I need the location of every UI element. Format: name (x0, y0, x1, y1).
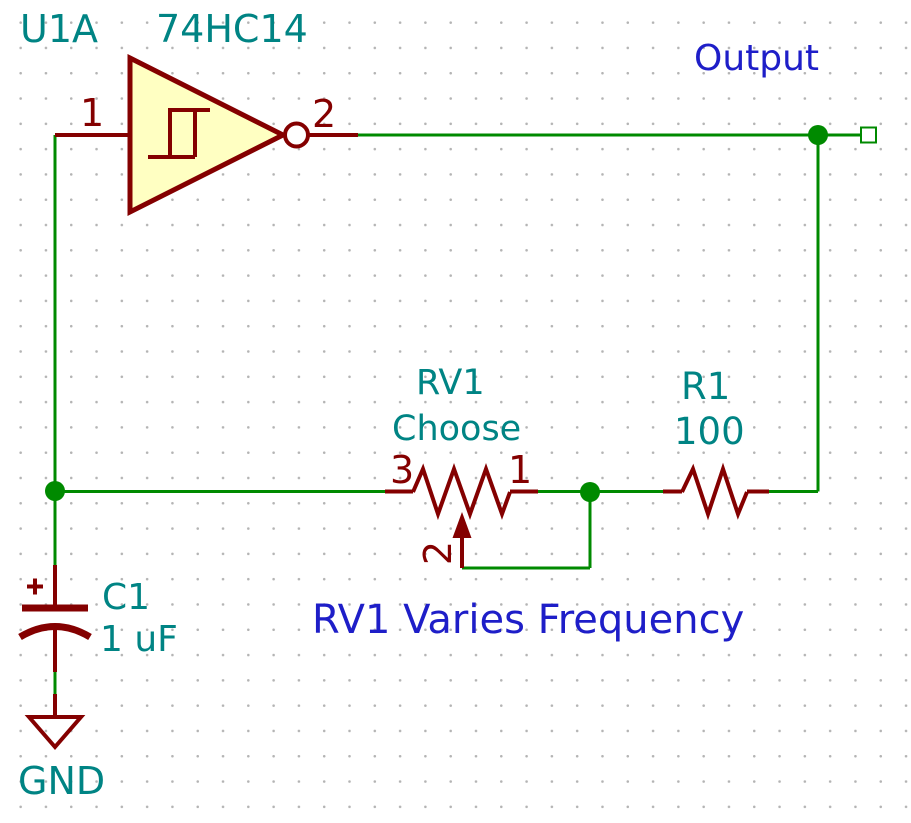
r1-resistor-symbol[interactable] (663, 462, 769, 521)
inversion-bubble (283, 121, 310, 149)
u1a-pin1-number: 1 (80, 91, 105, 135)
inverter-triangle (127, 53, 289, 217)
c1-value[interactable]: 1 uF (100, 619, 178, 660)
rv1-potentiometer-symbol[interactable] (385, 463, 538, 568)
rv1-pin3-number: 3 (390, 448, 415, 492)
wire-end-square[interactable] (860, 126, 877, 144)
junction-wiper[interactable] (580, 482, 600, 502)
c1-reference[interactable]: C1 (102, 577, 151, 618)
gnd-triangle-icon (24, 715, 86, 751)
gnd-symbol[interactable] (24, 694, 86, 751)
hysteresis-icon (148, 108, 210, 159)
junction-output[interactable] (808, 125, 828, 145)
output-label[interactable]: Output (694, 38, 820, 79)
gnd-label[interactable]: GND (18, 759, 106, 803)
u1a-inverter-symbol[interactable] (55, 53, 358, 217)
rv1-zigzag (411, 463, 512, 521)
rv1-pin2-number: 2 (416, 540, 461, 566)
u1a-pin2-number: 2 (312, 92, 337, 136)
rv1-wiper-arrow (452, 512, 472, 538)
junction-cap[interactable] (45, 481, 65, 501)
u1a-value[interactable]: 74HC14 (156, 7, 308, 51)
plus-icon (27, 578, 43, 595)
rv1-value[interactable]: Choose (392, 409, 522, 449)
u1a-reference[interactable]: U1A (20, 7, 98, 51)
rv1-reference[interactable]: RV1 (416, 363, 485, 403)
rv1-pin1-number: 1 (508, 448, 533, 492)
r1-reference[interactable]: R1 (681, 365, 731, 408)
c1-capacitor-symbol[interactable] (18, 565, 92, 672)
r1-zigzag (680, 462, 749, 521)
r1-value[interactable]: 100 (674, 410, 745, 453)
note-text[interactable]: RV1 Varies Frequency (312, 597, 745, 643)
